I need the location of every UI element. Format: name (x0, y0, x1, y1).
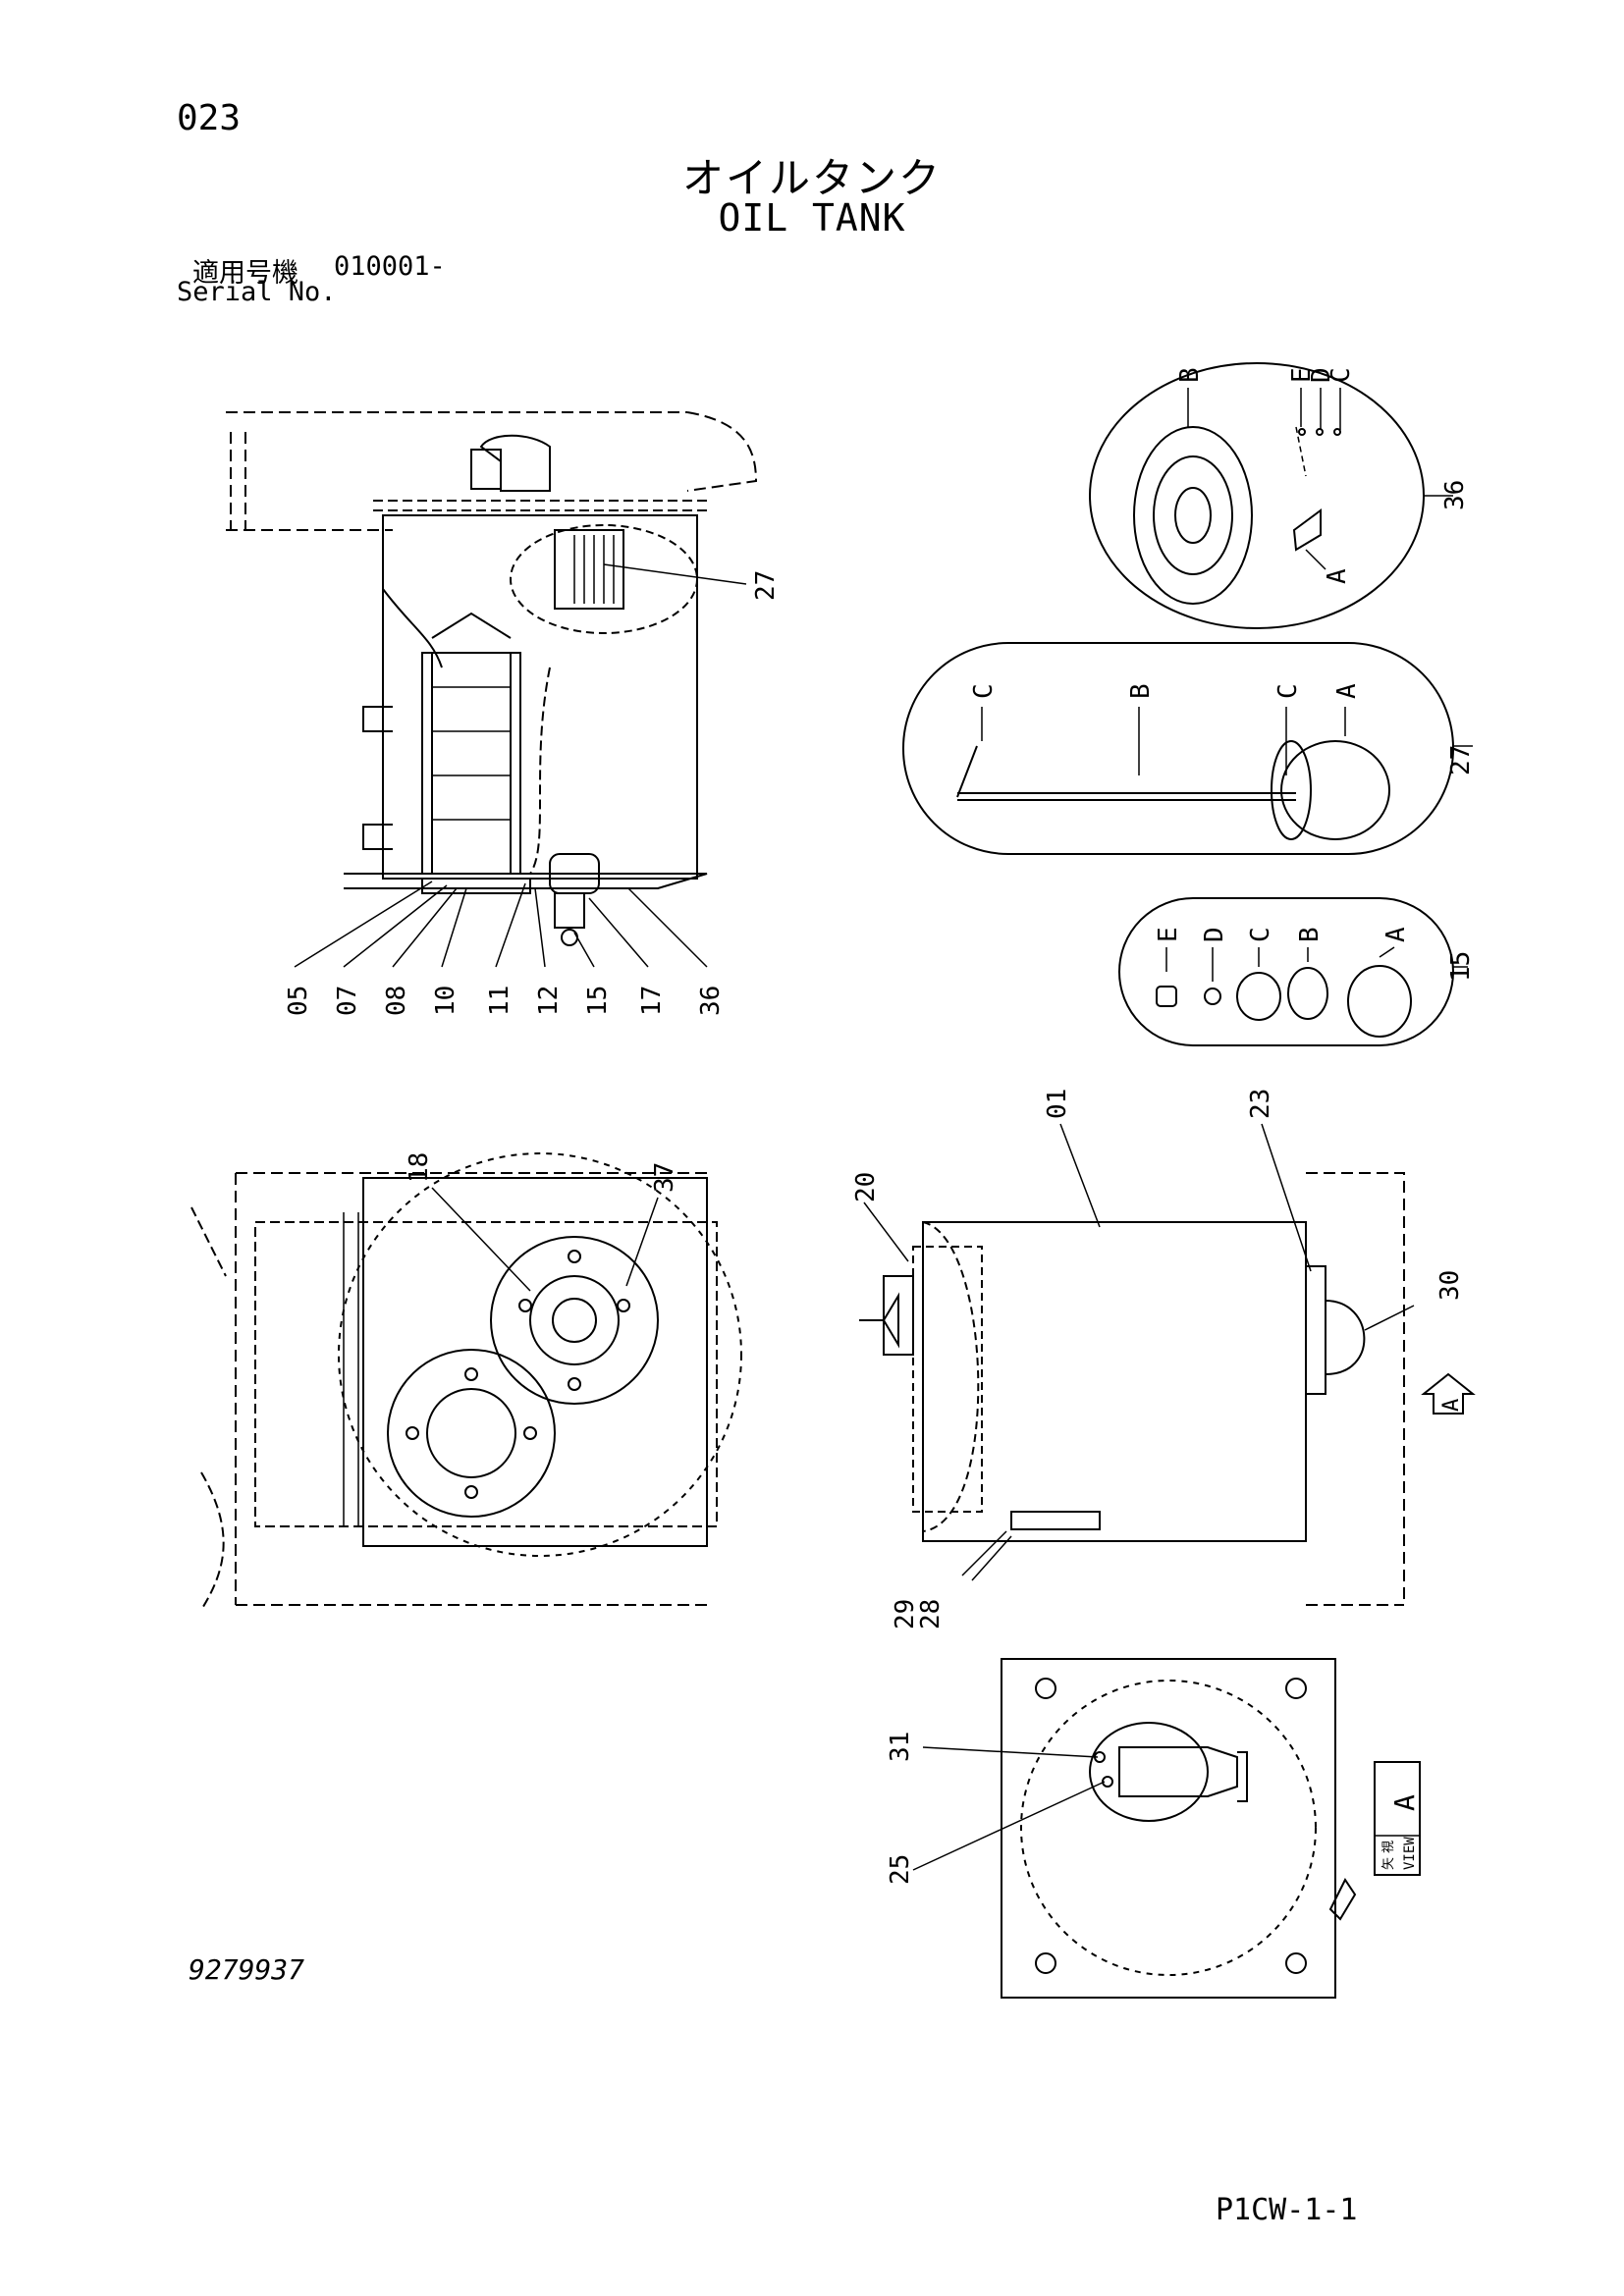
title-english: OIL TANK (718, 196, 906, 240)
detail-36-letter-e: E (1287, 367, 1317, 383)
detail-36-letter-a: A (1323, 568, 1352, 584)
callout-11: 11 (485, 986, 514, 1016)
front-view: 20 01 23 30 29 28 A (851, 1089, 1476, 1629)
callout-15: 15 (583, 986, 613, 1016)
detail-27: C B C A 27 (902, 642, 1476, 855)
view-a-label-box (1374, 1761, 1421, 1876)
callout-25: 25 (886, 1854, 915, 1885)
top-view: 18 37 (190, 1152, 742, 1611)
detail-36-letter-b: B (1175, 367, 1205, 383)
callout-30: 30 (1435, 1270, 1465, 1301)
detail-15-letter-c: C (1246, 927, 1275, 942)
callout-20: 20 (851, 1172, 881, 1202)
callout-05: 05 (284, 986, 313, 1016)
serial-label-japanese: 適用号機 (192, 258, 298, 289)
serial-value: 010001- (334, 251, 446, 282)
detail-15-letter-d: D (1200, 927, 1229, 942)
callout-10: 10 (431, 986, 460, 1016)
detail-15-letter-b: B (1295, 927, 1325, 942)
detail-27-letter-c1: C (969, 683, 999, 699)
callout-28: 28 (916, 1599, 946, 1629)
detail-36-ref: 36 (1440, 480, 1470, 510)
title-japanese: オイルタンク (681, 154, 942, 202)
side-cutaway-view (226, 411, 758, 946)
callout-23: 23 (1246, 1089, 1275, 1119)
callout-01: 01 (1043, 1089, 1072, 1119)
detail-36: B E D C A 36 (1089, 362, 1470, 629)
drawing-number: 9279937 (189, 1953, 305, 1986)
detail-36-letter-d: D (1307, 367, 1336, 383)
page-number: 023 (177, 98, 242, 138)
detail-27-letter-b: B (1126, 683, 1156, 699)
callout-18: 18 (405, 1152, 434, 1183)
callout-17: 17 (637, 986, 667, 1016)
view-label-jp: 矢 視 (1381, 1841, 1396, 1870)
detail-27-letter-a: A (1332, 683, 1362, 699)
detail-15-ref: 15 (1446, 951, 1476, 982)
callout-07: 07 (333, 986, 362, 1016)
serial-label-english: Serial No. (177, 277, 337, 307)
detail-36-letter-c: C (1326, 367, 1356, 383)
callout-37: 37 (650, 1162, 679, 1193)
callout-29: 29 (891, 1599, 920, 1629)
detail-15-letter-e: E (1154, 927, 1183, 942)
detail-15: E D C B A 15 (1118, 897, 1476, 1046)
callout-27: 27 (751, 570, 781, 601)
detail-27-letter-c2: C (1273, 683, 1303, 699)
view-label-en: VIEW (1402, 1837, 1418, 1870)
callout-36: 36 (696, 986, 726, 1016)
view-arrow-letter: A (1439, 1399, 1464, 1412)
detail-27-ref: 27 (1446, 745, 1476, 775)
view-a: 31 25 矢 視 VIEW A (886, 1658, 1421, 1999)
view-label-letter: A (1388, 1794, 1421, 1811)
sheet-id: P1CW-1-1 (1216, 2193, 1358, 2227)
callout-31: 31 (886, 1732, 915, 1762)
side-view-callouts: 05 07 08 10 11 12 15 17 36 27 (284, 570, 781, 1016)
side-view-leaders (294, 563, 747, 968)
callout-12: 12 (534, 986, 564, 1016)
callout-08: 08 (382, 986, 411, 1016)
detail-15-letter-a: A (1381, 927, 1411, 942)
